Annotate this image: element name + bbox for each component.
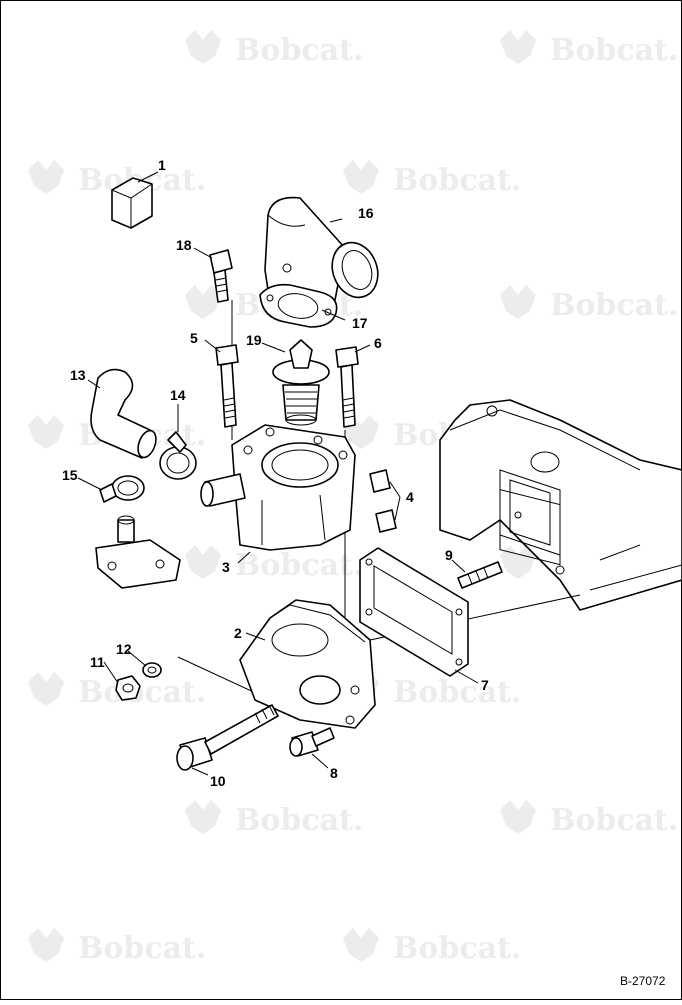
part-4-plugs	[369, 469, 397, 533]
part-19-thermostat	[272, 339, 330, 426]
watermark-bobcat-logo-icon	[185, 285, 221, 319]
callout-1: 1	[158, 157, 166, 173]
part-3-thermostat-housing	[200, 424, 356, 551]
callout-4: 4	[406, 489, 414, 505]
watermark-bobcat-logo-icon	[500, 285, 536, 319]
drawing-reference: B-27072	[620, 974, 666, 988]
callout-10: 10	[210, 773, 226, 789]
leader-lines	[77, 171, 479, 776]
callout-18: 18	[176, 237, 192, 253]
watermark-bobcat-logo-icon	[28, 928, 64, 962]
callout-19: 19	[246, 332, 262, 348]
callout-15: 15	[62, 467, 78, 483]
part-6-bolt	[335, 346, 359, 428]
part-8-bolt	[289, 727, 335, 757]
callout-11: 11	[90, 654, 105, 670]
watermark-bobcat-logo-icon	[500, 800, 536, 834]
watermark-bobcat-logo-icon	[185, 800, 221, 834]
watermark-text: Bobcat.	[550, 288, 678, 323]
watermark-bobcat-logo-icon	[28, 415, 64, 449]
watermark-text: Bobcat.	[393, 675, 521, 710]
engine-block	[439, 399, 682, 611]
watermark-text: Bobcat.	[78, 675, 206, 710]
callout-14: 14	[170, 387, 186, 403]
watermark-bobcat-logo-icon	[500, 30, 536, 64]
callout-6: 6	[374, 335, 382, 351]
callout-5: 5	[190, 330, 198, 346]
callout-labels: 1 2 3 4 5 6 7 8 9 10 11 12 13 14 15 16 1…	[62, 157, 489, 789]
watermark-text: Bobcat.	[78, 931, 206, 966]
watermark-bobcat-logo-icon	[185, 30, 221, 64]
callout-9: 9	[445, 547, 453, 563]
part-5-bolt	[215, 344, 239, 428]
part-14-clamp	[159, 431, 197, 480]
watermark-text: Bobcat.	[550, 803, 678, 838]
callout-7: 7	[481, 677, 489, 693]
watermark-text: Bobcat.	[235, 548, 363, 583]
watermark-bobcat-logo-icon	[28, 160, 64, 194]
watermark-bobcat-logo-icon	[343, 928, 379, 962]
part-17-gasket	[259, 283, 338, 328]
callout-3: 3	[222, 559, 230, 575]
part-9-stud	[457, 561, 503, 589]
watermark-text: Bobcat.	[235, 803, 363, 838]
callout-12: 12	[116, 641, 132, 657]
watermark-text: Bobcat.	[393, 931, 521, 966]
watermark-bobcat-logo-icon	[28, 672, 64, 706]
watermark-bobcat-logo-icon	[343, 160, 379, 194]
watermark-bobcat-logo-icon	[500, 545, 536, 579]
callout-13: 13	[70, 367, 86, 383]
part-12-washer	[142, 662, 162, 678]
part-2-housing	[239, 599, 376, 729]
callout-16: 16	[358, 205, 374, 221]
part-15-clamp-fitting	[95, 475, 181, 589]
watermark-text: Bobcat.	[550, 33, 678, 68]
part-1-block	[111, 177, 153, 229]
part-18-bolt	[209, 249, 233, 303]
part-10-bolt	[176, 704, 279, 771]
part-7-gasket	[359, 547, 469, 677]
callout-8: 8	[330, 765, 338, 781]
watermark-bobcat-logo-icon	[185, 545, 221, 579]
part-13-hose	[90, 368, 157, 459]
watermark-text: Bobcat.	[393, 163, 521, 198]
watermark-text: Bobcat.	[235, 33, 363, 68]
part-11-nut	[115, 675, 141, 701]
callout-17: 17	[352, 315, 368, 331]
callout-2: 2	[234, 625, 242, 641]
